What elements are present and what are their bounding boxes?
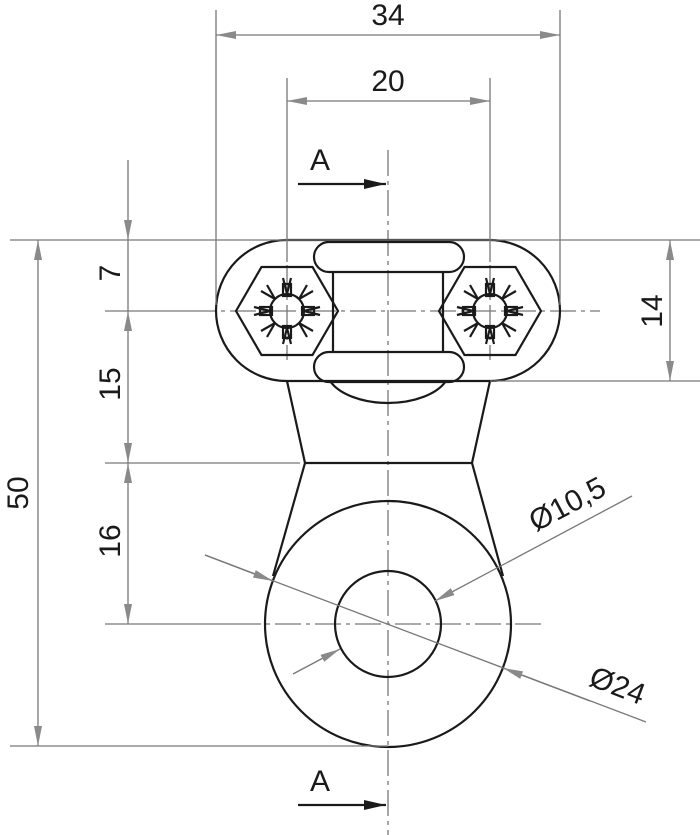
section-mark-top: A [298,144,386,189]
label-eye-diameter: Ø24 [585,661,650,712]
label-total-height: 50 [2,476,35,509]
neck-left-flank [285,380,307,464]
section-label-top: A [310,144,330,177]
label-top-to-axis: 7 [94,265,127,282]
eye-right-taper [470,462,505,577]
label-bolt-spacing: 20 [371,65,404,98]
eye-diameter-arrow-right [502,667,591,702]
eye-hole [333,569,443,679]
right-serration-teeth [456,277,524,345]
label-overall-width: 34 [371,0,404,32]
dimension-lines [34,31,674,746]
left-serration-teeth [253,277,321,345]
extension-lines [10,10,700,747]
eye-diameter-arrow-left [204,554,274,582]
label-clamp-height: 14 [636,294,669,327]
neck-right-flank [470,380,492,464]
right-bolt-head [437,265,543,357]
left-phillips-recess [258,282,316,340]
section-mark-bottom: A [298,765,386,810]
label-hole-diameter: Ø10,5 [524,471,612,539]
right-hex-outline [437,265,543,357]
lower-band [312,350,466,384]
label-axis-to-neck: 15 [94,367,127,400]
left-hex-outline [234,265,340,357]
part-outline [214,238,562,749]
label-neck-to-center: 16 [94,524,127,557]
center-lines [190,150,600,835]
section-label-bottom: A [310,765,330,798]
leader-hole-diameter [434,495,633,602]
eye-outer-circle [263,499,513,749]
right-phillips-recess [461,282,519,340]
left-bolt-head [234,265,340,357]
clamp-lower-bump [329,380,447,405]
eye-left-taper [271,462,307,577]
upper-band [312,240,466,274]
leader-hole-diameter-inner [292,648,341,675]
